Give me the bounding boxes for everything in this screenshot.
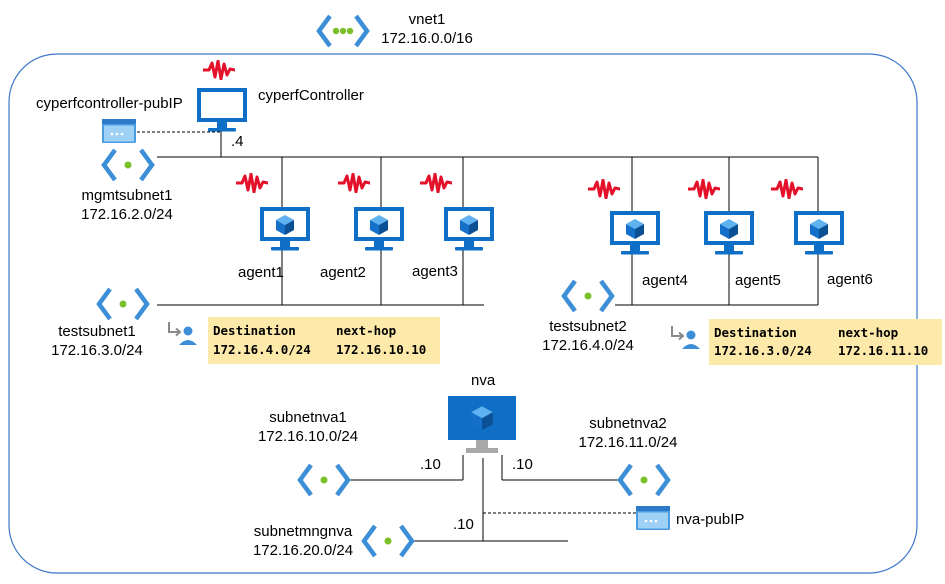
controller-monitor-icon[interactable]: [196, 87, 248, 133]
agent-label: agent6: [827, 271, 873, 288]
test1-subnet-cidr: 172.16.3.0/24: [51, 342, 143, 359]
subnet-icon[interactable]: [96, 287, 150, 321]
agent-monitor-icon[interactable]: [703, 210, 755, 256]
test2-subnet-cidr: 172.16.4.0/24: [542, 337, 634, 354]
mgmt-subnet-cidr: 172.16.2.0/24: [81, 206, 173, 223]
nva-label: nva: [471, 372, 496, 389]
agent-monitor-icon[interactable]: [353, 206, 405, 252]
route-header-destination: Destination: [714, 325, 797, 340]
controller-ip-suffix: .4: [231, 133, 244, 150]
nva1-subnet-name: subnetnva1: [269, 409, 347, 426]
signal-wave-icon: [688, 179, 720, 199]
nva-ip-right: .10: [512, 456, 533, 473]
route-header-nexthop: next-hop: [838, 325, 899, 340]
subnet-icon[interactable]: [297, 463, 351, 497]
test1-subnet-name: testsubnet1: [58, 323, 136, 340]
public-ip-icon[interactable]: [102, 119, 136, 143]
nva2-subnet-label: subnetnva2 172.16.11.0/24: [568, 414, 688, 452]
nva-ip-mgmt: .10: [453, 516, 474, 533]
vnet-name: vnet1: [408, 11, 446, 28]
route-nexthop: 172.16.10.10: [336, 342, 427, 357]
nva-pubip-label: nva-pubIP: [676, 511, 745, 528]
mng-subnet-label: subnetmngnva 172.16.20.0/24: [243, 522, 363, 560]
route-destination: 172.16.4.0/24: [213, 342, 311, 357]
subnet-icon[interactable]: [617, 463, 671, 497]
signal-wave-icon: [338, 173, 370, 193]
subnet-icon[interactable]: [101, 148, 155, 182]
route-header-destination: Destination: [213, 323, 296, 338]
vnet-boundary: [8, 53, 918, 574]
controller-label: cyperfController: [258, 87, 364, 104]
route-header-nexthop: next-hop: [336, 323, 397, 338]
vnet-icon: [316, 14, 370, 48]
agent-label: agent5: [735, 272, 781, 289]
agent-label: agent2: [320, 264, 366, 281]
route-nexthop: 172.16.11.10: [838, 343, 929, 358]
route-table-1: Destination next-hop 172.16.4.0/24 172.1…: [208, 317, 440, 364]
test2-subnet-label: testsubnet2 172.16.4.0/24: [528, 317, 648, 355]
route-table-icon[interactable]: [668, 325, 702, 355]
agent-label: agent1: [238, 264, 284, 281]
mng-subnet-name: subnetmngnva: [253, 523, 353, 540]
vnet-label: vnet1 172.16.0.0/16: [372, 10, 482, 48]
nva2-subnet-cidr: 172.16.11.0/24: [578, 434, 678, 451]
agent-label: agent4: [642, 272, 688, 289]
agent-monitor-icon[interactable]: [793, 210, 845, 256]
subnet-icon[interactable]: [561, 279, 615, 313]
test1-subnet-label: testsubnet1 172.16.3.0/24: [37, 322, 157, 360]
test2-subnet-name: testsubnet2: [549, 318, 627, 335]
agent-monitor-icon[interactable]: [443, 206, 495, 252]
mgmt-subnet-name: mgmtsubnet1: [81, 187, 173, 204]
route-table-icon[interactable]: [165, 321, 199, 351]
nva1-subnet-label: subnetnva1 172.16.10.0/24: [248, 408, 368, 446]
agent-monitor-icon[interactable]: [609, 210, 661, 256]
route-destination: 172.16.3.0/24: [714, 343, 812, 358]
mgmt-subnet-label: mgmtsubnet1 172.16.2.0/24: [67, 186, 187, 224]
signal-wave-icon: [236, 173, 268, 193]
mng-subnet-cidr: 172.16.20.0/24: [252, 542, 354, 559]
nva1-subnet-cidr: 172.16.10.0/24: [257, 428, 359, 445]
agent-monitor-icon[interactable]: [259, 206, 311, 252]
nva2-subnet-name: subnetnva2: [589, 415, 667, 432]
vnet-cidr: 172.16.0.0/16: [381, 30, 473, 47]
signal-wave-icon: [588, 179, 620, 199]
controller-pubip-label: cyperfcontroller-pubIP: [36, 95, 183, 112]
signal-wave-icon: [771, 179, 803, 199]
signal-wave-icon: [203, 60, 235, 80]
nva-vm-icon[interactable]: [448, 396, 516, 458]
agent-label: agent3: [412, 263, 458, 280]
nva-ip-left: .10: [420, 456, 441, 473]
route-table-2: Destination next-hop 172.16.3.0/24 172.1…: [709, 319, 942, 365]
subnet-icon[interactable]: [361, 524, 415, 558]
public-ip-icon[interactable]: [636, 506, 670, 530]
signal-wave-icon: [420, 173, 452, 193]
